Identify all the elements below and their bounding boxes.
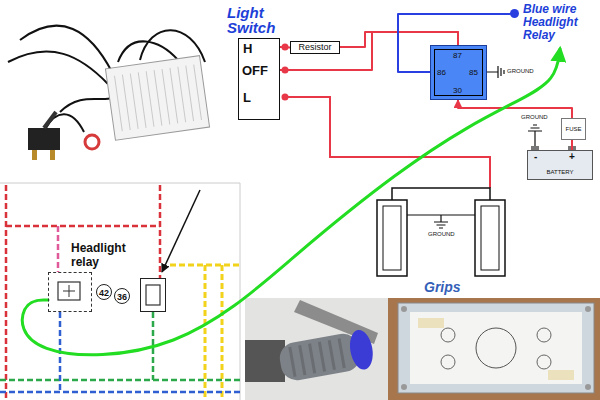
terminal-sign: + — [569, 151, 575, 163]
ground-symbols-part — [528, 125, 542, 146]
terminal-sign: - — [534, 151, 537, 163]
fuse-box: FUSE — [561, 118, 586, 140]
switch-position: H — [243, 42, 252, 57]
grips-symbol-part — [392, 188, 490, 200]
schematic-wires — [0, 183, 240, 400]
ground-label: GROUND — [507, 68, 534, 75]
ground-label: GROUND — [428, 231, 455, 238]
grip-photo-part-part — [277, 331, 362, 382]
resistor-label: Resistor — [298, 42, 331, 52]
grip-photo-part — [245, 298, 388, 400]
product-photo-part — [85, 135, 99, 149]
board-photo-part — [548, 370, 574, 380]
schematic-wires-part — [240, 183, 241, 400]
product-photo — [0, 0, 232, 180]
relay-box: 87 86 85 30 — [430, 45, 487, 100]
callout-number: 42 — [96, 284, 112, 300]
board-photo-part — [537, 355, 551, 369]
grip-photo-part-part — [290, 338, 344, 376]
product-photo-part — [8, 51, 108, 84]
pin-number: 85 — [469, 68, 478, 77]
switch-wiring — [282, 44, 491, 189]
product-photo-part — [60, 98, 112, 112]
grip-photo-part — [277, 328, 376, 384]
product-photo-part-part — [105, 56, 209, 141]
grips-symbol-part — [407, 215, 475, 228]
wire-dot — [510, 9, 519, 18]
pin-number: 86 — [437, 68, 446, 77]
grips-symbol-part — [377, 200, 407, 276]
switch-wire — [280, 46, 290, 49]
schematic-wires-part — [0, 183, 240, 184]
battery-wire — [571, 140, 573, 150]
section-label: Grips — [424, 279, 461, 295]
pin-number: 30 — [453, 86, 462, 95]
relay-title: Headlight relay — [71, 241, 135, 269]
grips-symbol-part — [383, 206, 401, 270]
board-photo-part — [441, 328, 455, 342]
schematic-wires-part — [0, 391, 240, 394]
board-photo — [388, 298, 600, 400]
product-photo-part — [0, 0, 232, 180]
product-photo-part — [20, 26, 112, 72]
board-photo-part — [388, 298, 600, 400]
pin-number: 87 — [453, 51, 462, 60]
schematic-wires-part — [0, 379, 240, 382]
board-photo-part — [585, 384, 591, 390]
board-photo-part — [585, 306, 591, 312]
product-photo-part — [44, 112, 56, 128]
switch-title: Light Switch — [227, 5, 289, 35]
fuse-label: FUSE — [565, 126, 581, 133]
schematic-wires-part — [146, 285, 160, 305]
product-photo-part — [105, 56, 209, 141]
ground-label: GROUND — [521, 114, 548, 121]
grip-photo-part-part — [347, 328, 376, 371]
schematic-wires-part — [162, 190, 200, 272]
board-photo-part — [410, 312, 582, 384]
product-photo-part — [50, 150, 55, 160]
battery-label: BATTERY — [528, 169, 592, 176]
product-photo-part — [28, 128, 60, 150]
board-photo-part — [418, 318, 444, 328]
battery-box: - + BATTERY — [527, 150, 593, 180]
grips-symbol-part — [481, 206, 499, 270]
board-photo-part — [401, 384, 407, 390]
switch-wiring-part — [284, 97, 490, 188]
product-photo-part — [32, 150, 37, 160]
schematic-wires-part — [63, 285, 75, 297]
ground-symbols-part — [487, 66, 504, 78]
board-photo-part — [401, 306, 407, 312]
schematic-wires-part — [5, 185, 8, 400]
schematic-wires-part — [6, 225, 160, 228]
switch-position: OFF — [242, 64, 268, 79]
board-photo-part — [441, 355, 455, 369]
schematic-wires-part — [58, 282, 80, 300]
board-photo-part — [537, 328, 551, 342]
board-photo-part — [398, 303, 594, 393]
grips-symbol — [377, 188, 505, 276]
component-box: 36 — [140, 278, 166, 312]
board-photo-part — [476, 328, 516, 368]
light-switch: Light SwitchHOFFL — [238, 38, 280, 120]
product-photo-part — [118, 41, 178, 62]
grip-photo-part — [245, 340, 285, 382]
grip-photo — [245, 298, 388, 400]
product-photo-part-part — [114, 65, 201, 132]
schematic-wires-part — [57, 226, 60, 272]
resistor-box: Resistor — [290, 41, 340, 54]
grips-symbol-part — [475, 200, 505, 276]
wire-note: Blue wire Headlight Relay — [523, 3, 597, 42]
callout-number: 36 — [114, 288, 130, 304]
headlight-relay: Headlight relay42 — [48, 272, 92, 312]
wire-endpoint: Blue wire Headlight Relay — [510, 3, 598, 49]
schematic-wires-part — [159, 185, 162, 278]
switch-position: L — [243, 91, 251, 106]
